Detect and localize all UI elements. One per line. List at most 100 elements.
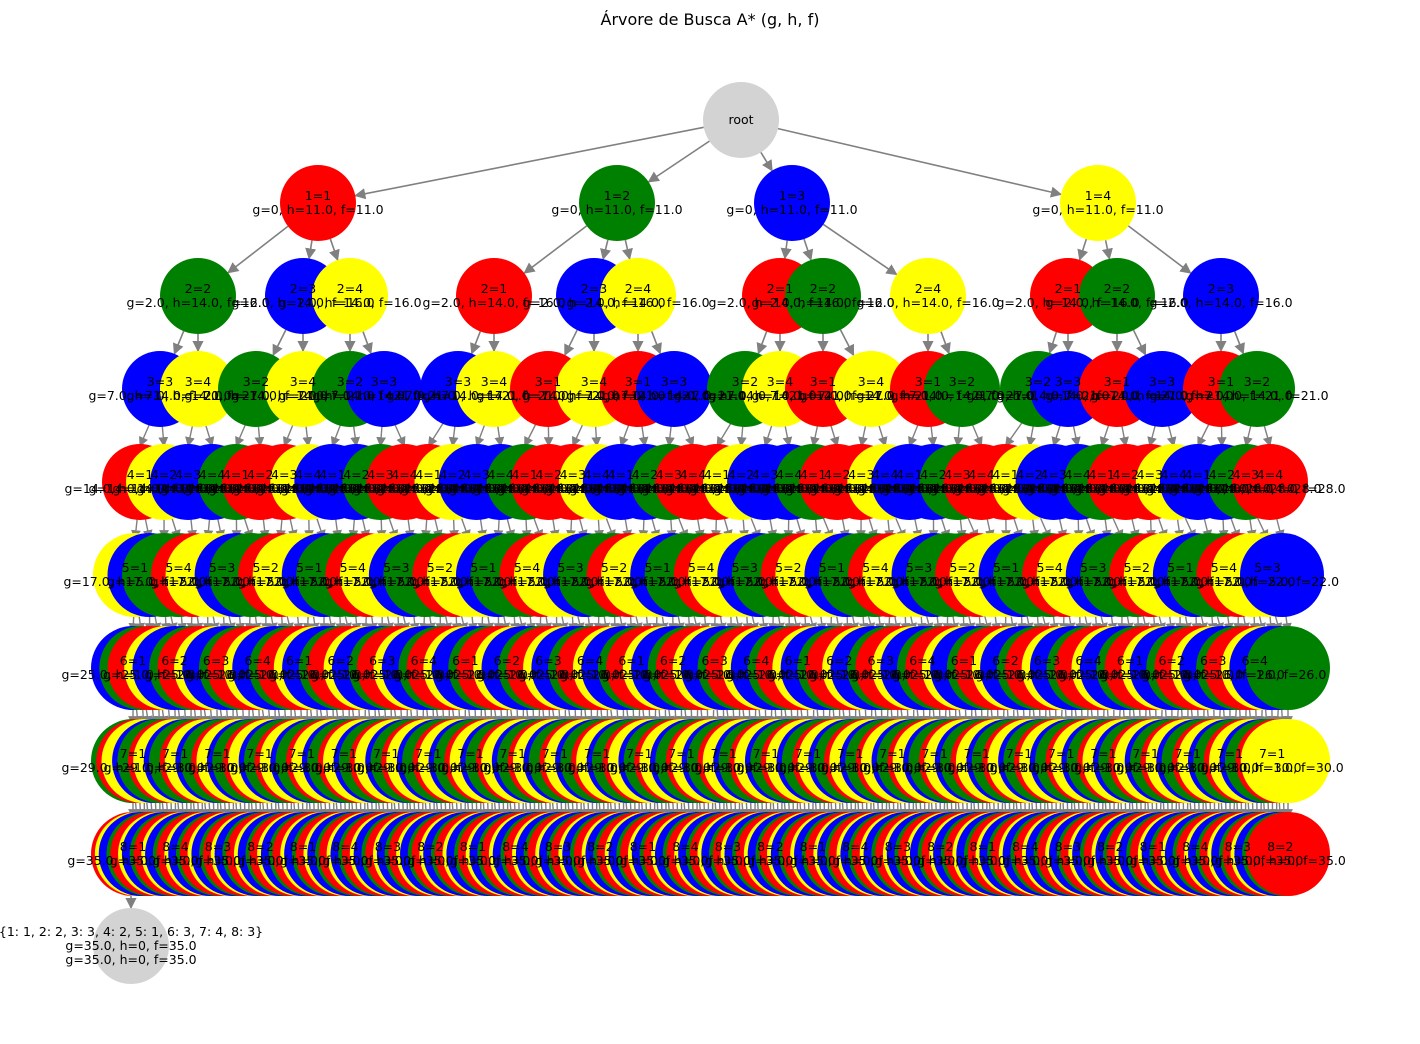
edge-depth3-depth4 xyxy=(283,422,295,447)
edge-depth3-depth4 xyxy=(1243,422,1253,447)
depth3-node xyxy=(160,351,236,427)
root-node xyxy=(703,82,779,158)
depth3-node xyxy=(1219,351,1295,427)
edge-depth3-depth4 xyxy=(1071,422,1081,447)
edge-depth1-depth2 xyxy=(523,225,588,274)
depth2-node xyxy=(456,258,532,334)
edge-root-depth1 xyxy=(760,151,773,172)
edge-depth2-depth3 xyxy=(564,329,578,356)
edge-depth1-depth2 xyxy=(1127,225,1192,274)
edge-depth3-depth4 xyxy=(204,422,215,447)
edge-depth2-depth3 xyxy=(362,331,373,355)
edge-root-depth1 xyxy=(354,126,704,200)
edge-depth3-depth4 xyxy=(619,422,631,447)
edge-depth3-depth4 xyxy=(427,422,444,447)
edge-depth1-depth2 xyxy=(1101,240,1113,260)
edge-depth3-depth4 xyxy=(350,422,361,447)
depth1-node xyxy=(1060,165,1136,241)
edge-depth1-depth2 xyxy=(621,239,633,261)
edge-root-depth1 xyxy=(647,140,710,183)
depth2-node xyxy=(1079,258,1155,334)
edge-depth2-depth3 xyxy=(1047,331,1059,354)
edge-depth2-depth3 xyxy=(1132,329,1147,356)
edge-depth3-depth4 xyxy=(858,422,868,447)
edge-depth3-depth4 xyxy=(185,422,195,447)
depth3-node xyxy=(833,351,909,427)
tree-nodes xyxy=(91,82,1330,984)
edge-depth3-depth4 xyxy=(829,422,840,447)
edge-depth2-depth3 xyxy=(470,331,482,355)
edge-depth2-depth3 xyxy=(650,331,662,355)
edge-depth3-depth4 xyxy=(1262,422,1273,447)
edge-depth3-depth4 xyxy=(494,422,505,447)
depth3-node xyxy=(636,351,712,427)
edge-depth2-depth3 xyxy=(940,331,951,355)
depth8-node xyxy=(1246,812,1330,896)
edge-depth3-depth4 xyxy=(1197,422,1211,447)
edge-depth3-depth4 xyxy=(1099,422,1111,447)
edge-depth3-depth4 xyxy=(330,422,342,447)
